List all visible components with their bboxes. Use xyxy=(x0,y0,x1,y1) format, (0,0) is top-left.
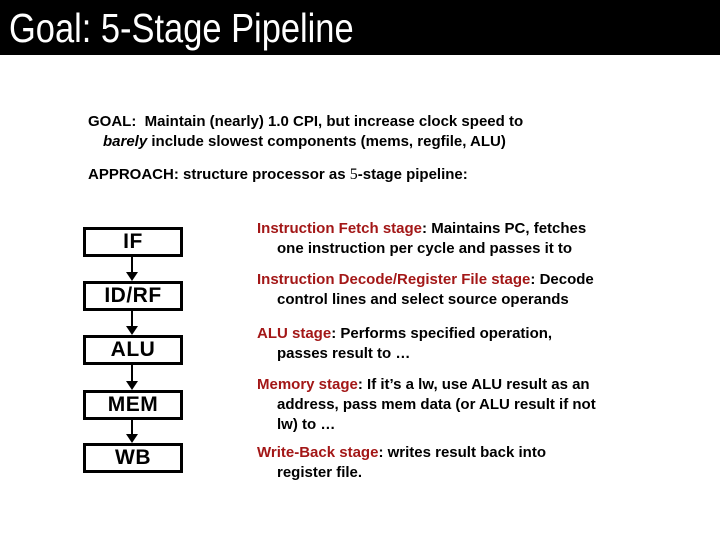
stage-name-highlight: Instruction Fetch stage xyxy=(257,220,423,237)
stage-description-line: address, pass mem data (or ALU result if… xyxy=(277,396,596,413)
stage-box-wb: WB xyxy=(83,443,183,473)
goal-emphasis: barely xyxy=(103,133,148,150)
stage-box-alu: ALU xyxy=(83,335,183,365)
stage-description: Instruction Decode/Register File stage: … xyxy=(257,270,717,310)
flow-arrow-head-icon xyxy=(126,326,138,335)
stage-description-text: : If it’s a lw, use ALU result as an xyxy=(357,376,590,393)
stage-description-line: Instruction Fetch stage: Maintains PC, f… xyxy=(257,219,717,239)
stage-box-label: WB xyxy=(115,446,151,469)
stage-description-text: : writes result back into xyxy=(378,444,546,461)
slide-title: Goal: 5-Stage Pipeline xyxy=(9,5,354,51)
stage-description-line: ALU stage: Performs specified operation, xyxy=(257,324,717,344)
approach-statement: APPROACH: structure processor as 5-stage… xyxy=(88,165,668,185)
stage-box-mem: MEM xyxy=(83,390,183,420)
stage-description: Memory stage: If it’s a lw, use ALU resu… xyxy=(257,375,717,435)
flow-arrow-head-icon xyxy=(126,272,138,281)
stage-box-label: IF xyxy=(123,230,143,253)
flow-arrow-head-icon xyxy=(126,434,138,443)
goal-statement: GOAL: Maintain (nearly) 1.0 CPI, but inc… xyxy=(88,112,668,152)
stage-name-highlight: Write-Back stage xyxy=(257,444,379,461)
stage-box-label: ALU xyxy=(110,338,156,361)
flow-arrow-head-icon xyxy=(126,381,138,390)
flow-arrow-line xyxy=(131,365,133,382)
goal-line-2: barely include slowest components (mems,… xyxy=(88,132,668,152)
flow-arrow-line xyxy=(131,311,133,327)
stage-description-line: passes result to … xyxy=(277,345,411,362)
stage-box-id-rf: ID/RF xyxy=(83,281,183,311)
goal-line-2-rest: include slowest components (mems, regfil… xyxy=(147,133,506,150)
stage-description-line: one instruction per cycle and passes it … xyxy=(277,240,573,257)
stage-description-text: : Decode xyxy=(530,271,594,288)
approach-digit: 5 xyxy=(349,166,358,183)
stage-description: ALU stage: Performs specified operation,… xyxy=(257,324,717,364)
stage-description-line: control lines and select source operands xyxy=(277,291,569,308)
goal-line-1: GOAL: Maintain (nearly) 1.0 CPI, but inc… xyxy=(88,113,524,130)
stage-description: Write-Back stage: writes result back int… xyxy=(257,443,717,483)
flow-arrow-line xyxy=(131,420,133,435)
stage-box-label: ID/RF xyxy=(104,284,162,307)
stage-box-if: IF xyxy=(83,227,183,257)
stage-description-text: : Performs specified operation, xyxy=(331,325,553,342)
stage-description-line: lw) to … xyxy=(277,416,336,433)
stage-description-line: register file. xyxy=(277,464,363,481)
stage-description-text: : Maintains PC, fetches xyxy=(422,220,587,237)
stage-box-label: MEM xyxy=(107,393,159,416)
stage-description-line: Instruction Decode/Register File stage: … xyxy=(257,270,717,290)
approach-pre: APPROACH: structure processor as xyxy=(88,166,350,183)
stage-description-line: Write-Back stage: writes result back int… xyxy=(257,443,717,463)
title-bar: Goal: 5-Stage Pipeline xyxy=(0,0,720,55)
stage-description-line: Memory stage: If it’s a lw, use ALU resu… xyxy=(257,375,717,395)
stage-description: Instruction Fetch stage: Maintains PC, f… xyxy=(257,219,717,259)
approach-post: -stage pipeline: xyxy=(357,166,468,183)
flow-arrow-line xyxy=(131,257,133,273)
stage-name-highlight: Memory stage xyxy=(257,376,358,393)
stage-name-highlight: Instruction Decode/Register File stage xyxy=(257,271,531,288)
stage-name-highlight: ALU stage xyxy=(257,325,332,342)
